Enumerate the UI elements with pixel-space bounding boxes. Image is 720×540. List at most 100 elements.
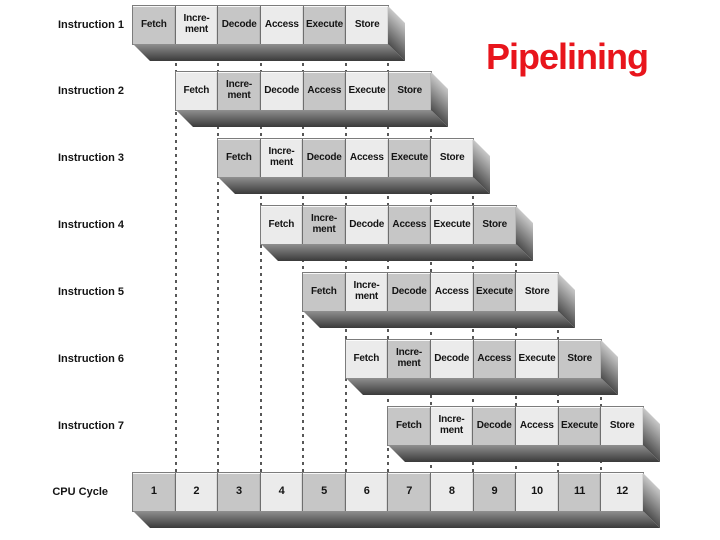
pipeline-bar-instruction-1: Fetch Incre- ment Decode Access Execute Store xyxy=(133,6,405,61)
instruction-label: Instruction 1 xyxy=(57,19,124,31)
stage-label: Fetch xyxy=(311,285,337,297)
stage-label: Decode xyxy=(221,18,257,30)
stage-cell: Execute xyxy=(515,340,558,378)
stage-cell: Decode xyxy=(429,340,473,378)
cycle-cell: 8 xyxy=(430,473,473,511)
stage-label: Access xyxy=(307,84,342,96)
stage-cell: Fetch xyxy=(133,6,175,44)
instruction-label: Instruction 5 xyxy=(57,286,124,298)
stage-cell: Fetch xyxy=(303,273,345,311)
stage-label: Store xyxy=(482,218,507,230)
stage-label: Store xyxy=(609,419,635,431)
stage-cell: Decode xyxy=(472,407,516,445)
cycle-cell: 12 xyxy=(600,473,643,511)
cycle-number: 5 xyxy=(321,485,328,498)
stage-cell: Access xyxy=(302,72,346,110)
cycle-cell: 7 xyxy=(387,473,431,511)
instruction-label: Instruction 7 xyxy=(57,420,124,432)
stage-cell: Execute xyxy=(302,6,346,44)
stage-cell: Access xyxy=(472,340,516,378)
cycle-gridline xyxy=(174,42,177,473)
cycle-number: 2 xyxy=(193,485,200,498)
cycle-number: 9 xyxy=(491,485,498,498)
cycle-cell: 9 xyxy=(472,473,516,511)
pipeline-bar-instruction-6: Fetch Incre- ment Decode Access Execute Store xyxy=(345,340,618,395)
stage-label: Access xyxy=(392,218,427,230)
stage-label: Fetch xyxy=(396,419,422,431)
cycle-cell: 6 xyxy=(344,473,388,511)
stage-label: Execute xyxy=(561,419,598,431)
stage-label: Execute xyxy=(306,18,343,30)
cycle-number: 6 xyxy=(363,485,370,498)
bar-bottom-face xyxy=(260,244,533,261)
stage-label: Decode xyxy=(306,151,342,163)
cycle-cell: 11 xyxy=(557,473,601,511)
stage-cell: Execute xyxy=(387,139,431,177)
bar-bottom-face xyxy=(133,511,660,528)
stage-label: Incre- ment xyxy=(395,347,423,369)
cycle-number: 10 xyxy=(531,485,543,498)
stage-label: Incre- ment xyxy=(438,414,465,436)
stage-cell: Incre- ment xyxy=(217,72,260,110)
stage-cell: Incre- ment xyxy=(259,139,303,177)
stage-cell: Store xyxy=(557,340,601,378)
cycle-cell: 5 xyxy=(302,473,345,511)
cycle-number: 1 xyxy=(150,485,157,498)
stage-label: Fetch xyxy=(353,352,380,364)
stage-cell: Execute xyxy=(345,72,388,110)
stage-cell: Store xyxy=(387,72,431,110)
stage-label: Execute xyxy=(518,352,556,364)
stage-label: Access xyxy=(264,18,299,30)
stage-label: Access xyxy=(477,352,512,364)
stage-label: Store xyxy=(354,18,380,30)
stage-cell: Access xyxy=(260,6,303,44)
stage-cell: Execute xyxy=(430,206,473,244)
slide-title: Pipelining xyxy=(486,36,649,77)
stage-label: Incre- ment xyxy=(310,213,338,235)
stage-cell: Fetch xyxy=(345,340,388,378)
stage-label: Decode xyxy=(476,419,512,431)
stage-label: Access xyxy=(519,419,554,431)
stage-label: Access xyxy=(434,285,469,297)
stage-label: Store xyxy=(567,352,592,364)
bar-bottom-face xyxy=(218,177,490,194)
stage-label: Execute xyxy=(433,218,471,230)
stage-cell: Store xyxy=(600,407,644,445)
stage-label: Incre- ment xyxy=(353,280,380,302)
stage-label: Decode xyxy=(264,84,300,96)
cycle-cell: 3 xyxy=(217,473,260,511)
cycle-cell: 1 xyxy=(133,473,175,511)
cycle-number: 11 xyxy=(573,485,586,498)
cpu-cycle-label: CPU Cycle xyxy=(52,486,108,498)
stage-cell: Decode xyxy=(387,273,431,311)
cycle-gridline xyxy=(259,42,262,473)
stage-cell: Fetch xyxy=(218,139,260,177)
stage-cell: Execute xyxy=(557,407,601,445)
stage-label: Incre- ment xyxy=(268,146,295,168)
stage-cell: Incre- ment xyxy=(344,273,388,311)
instruction-label: Instruction 6 xyxy=(57,353,124,365)
bar-bottom-face xyxy=(345,378,618,395)
stage-label: Decode xyxy=(391,285,427,297)
stage-cell: Incre- ment xyxy=(387,340,430,378)
stage-cell: Incre- ment xyxy=(302,206,345,244)
bar-bottom-face xyxy=(388,445,660,462)
stage-cell: Decode xyxy=(259,72,303,110)
stage-label: Store xyxy=(439,151,465,163)
stage-cell: Decode xyxy=(217,6,261,44)
cycle-cell: 4 xyxy=(259,473,303,511)
cycle-number: 4 xyxy=(278,485,285,498)
instruction-label: Instruction 2 xyxy=(57,85,124,97)
stage-cell: Store xyxy=(345,6,389,44)
stage-label: Incre- ment xyxy=(183,13,210,35)
stage-cell: Access xyxy=(430,273,473,311)
stage-label: Fetch xyxy=(141,18,167,30)
stage-cell: Fetch xyxy=(260,206,303,244)
cycle-number: 8 xyxy=(448,485,455,498)
stage-label: Fetch xyxy=(226,151,252,163)
stage-label: Execute xyxy=(348,84,386,96)
pipeline-bar-instruction-7: Fetch Incre- ment Decode Access Execute Store xyxy=(388,407,660,462)
stage-label: Access xyxy=(349,151,384,163)
instruction-label: Instruction 4 xyxy=(57,219,124,231)
